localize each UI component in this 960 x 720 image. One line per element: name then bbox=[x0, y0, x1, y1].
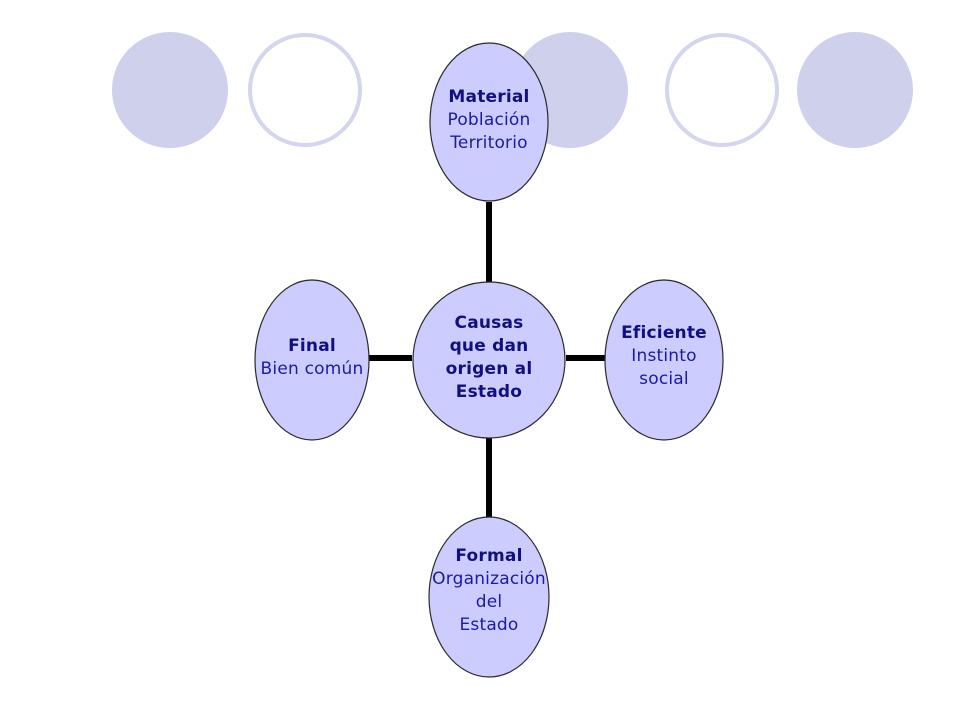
node-eficiente bbox=[604, 279, 724, 441]
label-final-line-1: Bien común bbox=[260, 359, 364, 379]
label-center-line-3: origen al bbox=[445, 359, 533, 379]
decorative-circle-1 bbox=[112, 32, 228, 148]
decorative-circles bbox=[112, 32, 913, 148]
nodes bbox=[254, 42, 724, 678]
decorative-circle-2 bbox=[248, 33, 362, 147]
label-eficiente-line-2: social bbox=[639, 369, 689, 389]
label-center-line-2: que dan bbox=[449, 336, 529, 356]
label-center-line-4: Estado bbox=[455, 382, 523, 402]
decorative-circle-4 bbox=[665, 33, 779, 147]
label-material-line-1: Población bbox=[447, 110, 531, 130]
label-final-title: Final bbox=[288, 336, 336, 356]
label-eficiente-title: Eficiente bbox=[621, 323, 707, 343]
node-formal bbox=[428, 516, 550, 678]
label-final: Final Bien común bbox=[252, 335, 372, 381]
node-material bbox=[429, 42, 549, 202]
label-material-line-2: Territorio bbox=[450, 133, 528, 153]
label-center: Causas que dan origen al Estado bbox=[419, 312, 559, 404]
label-center-line-1: Causas bbox=[454, 313, 524, 333]
node-final bbox=[254, 279, 370, 441]
connectors bbox=[368, 202, 605, 520]
label-formal-line-3: Estado bbox=[459, 615, 519, 635]
label-eficiente: Eficiente Instinto social bbox=[604, 322, 724, 391]
label-formal: Formal Organización del Estado bbox=[419, 545, 559, 637]
label-material: Material Población Territorio bbox=[429, 86, 549, 155]
label-eficiente-line-1: Instinto bbox=[631, 346, 697, 366]
label-formal-line-2: del bbox=[475, 592, 503, 612]
decorative-circle-5 bbox=[797, 32, 913, 148]
label-formal-title: Formal bbox=[455, 546, 523, 566]
node-center bbox=[412, 281, 566, 439]
label-formal-line-1: Organización bbox=[432, 569, 546, 589]
label-material-title: Material bbox=[448, 87, 530, 107]
